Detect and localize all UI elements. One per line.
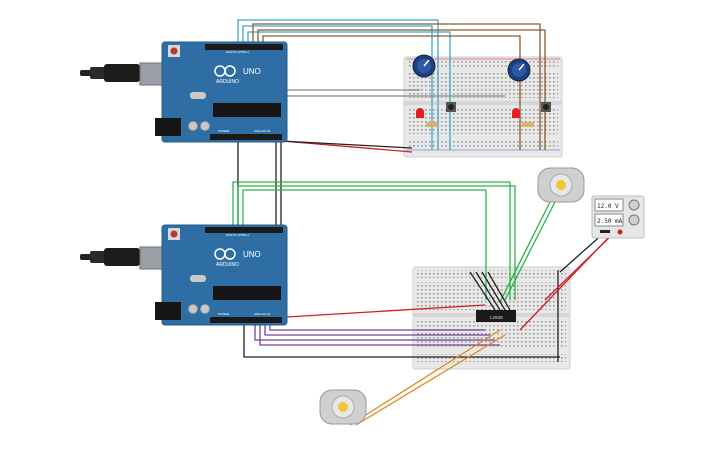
- breadboard-top[interactable]: [403, 56, 563, 158]
- negative-terminal-icon[interactable]: [600, 230, 610, 233]
- current-readout: 2.50 mA: [597, 218, 623, 225]
- power-supply[interactable]: 12.0 V 2.50 mA: [591, 195, 645, 239]
- dc-motor-icon[interactable]: [319, 389, 367, 425]
- resistor-icon: [522, 122, 534, 127]
- header-digital-label: DIGITAL (PWM~): [226, 233, 249, 237]
- reset-button-icon[interactable]: [170, 230, 178, 238]
- header-power-label: POWER: [218, 312, 230, 316]
- led-icon[interactable]: [416, 108, 424, 118]
- led-icon[interactable]: [512, 108, 520, 118]
- push-button-icon[interactable]: [446, 102, 456, 112]
- reset-button-icon[interactable]: [170, 47, 178, 55]
- voltage-knob-icon[interactable]: [628, 199, 640, 211]
- push-button-icon[interactable]: [541, 102, 551, 112]
- voltage-readout: 12.0 V: [597, 203, 619, 210]
- model-label: UNO: [243, 250, 261, 259]
- arduino-logo-icon: [214, 65, 236, 77]
- header-power-label: POWER: [218, 129, 230, 133]
- chip-label: L293D: [490, 315, 504, 320]
- positive-terminal-icon[interactable]: [617, 229, 623, 235]
- arduino-logo-icon: [214, 248, 236, 260]
- current-knob-icon[interactable]: [628, 214, 640, 226]
- usb-cable-icon: [80, 62, 167, 86]
- arduino-uno-bottom[interactable]: ARDUINO UNO DIGITAL (PWM~) POWER ANALOG …: [80, 224, 288, 326]
- motor-driver-chip[interactable]: L293D: [476, 310, 516, 322]
- dc-motor-icon[interactable]: [537, 167, 585, 203]
- header-analog-label: ANALOG IN: [254, 129, 270, 133]
- model-label: UNO: [243, 67, 261, 76]
- arduino-uno-top[interactable]: ARDUINO UNO DIGITAL (PWM~) POWER ANALOG …: [80, 41, 288, 143]
- potentiometer-icon[interactable]: [412, 54, 436, 78]
- brand-label: ARDUINO: [216, 262, 239, 268]
- usb-cable-icon: [80, 246, 167, 270]
- header-analog-label: ANALOG IN: [254, 312, 270, 316]
- header-digital-label: DIGITAL (PWM~): [226, 50, 249, 54]
- resistor-icon: [426, 122, 438, 127]
- potentiometer-icon[interactable]: [507, 58, 531, 82]
- brand-label: ARDUINO: [216, 79, 239, 85]
